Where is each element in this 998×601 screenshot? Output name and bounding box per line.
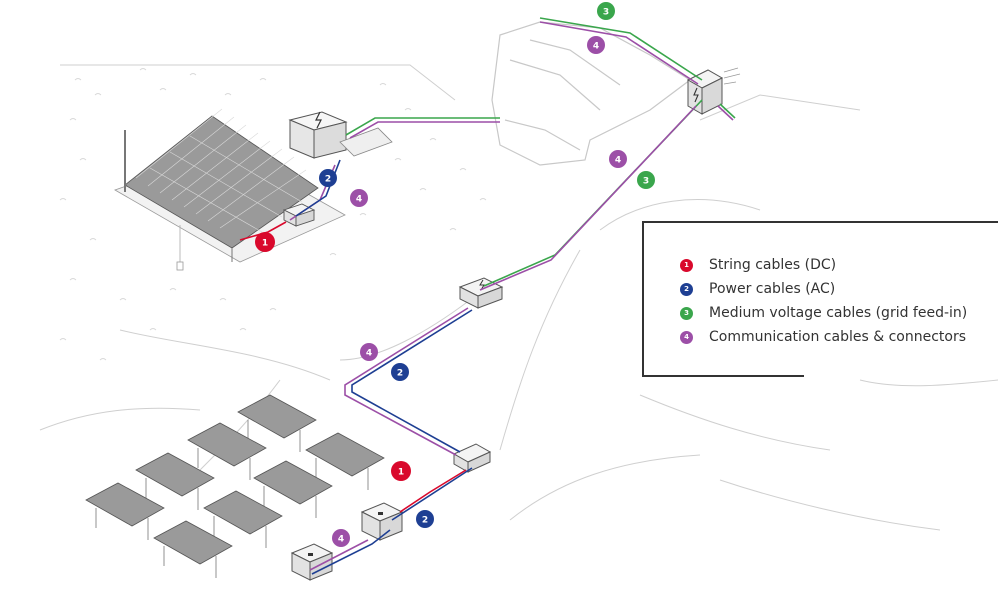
combiner-box-lower	[452, 443, 492, 473]
string-inverter-bottom-1	[360, 502, 404, 541]
svg-text:4: 4	[338, 535, 344, 545]
legend-badge: 2	[680, 282, 693, 296]
legend-item-power-cables: 2 Power cables (AC)	[680, 277, 967, 301]
legend-label: Power cables (AC)	[709, 281, 836, 297]
combiner-box-top	[282, 203, 316, 227]
svg-text:4: 4	[615, 156, 621, 166]
badge-power-topleft: 2	[319, 169, 337, 187]
svg-text:4: 4	[593, 42, 599, 52]
badge-communication-mid: 4	[609, 150, 627, 168]
lightning-bolt-icon	[479, 279, 485, 291]
badge-string-topleft: 1	[255, 232, 275, 252]
legend-box: 1 String cables (DC) 2 Power cables (AC)…	[642, 221, 998, 377]
badge-string-bottom: 1	[391, 461, 411, 481]
badge-communication-lower: 4	[360, 343, 378, 361]
legend-bottom-border	[642, 375, 804, 377]
legend-badge: 3	[680, 306, 693, 320]
legend-label: Communication cables & connectors	[709, 329, 966, 345]
badge-communication-topleft: 4	[350, 189, 368, 207]
carport-pv-arrays	[85, 394, 385, 578]
svg-text:2: 2	[397, 369, 403, 379]
field-texture	[59, 68, 487, 361]
legend-item-communication-cables: 4 Communication cables & connectors	[680, 325, 967, 349]
transformer-station-top	[288, 111, 393, 159]
legend-badge: 4	[680, 330, 693, 344]
string-inverter-bottom-2	[290, 543, 334, 581]
svg-text:2: 2	[325, 175, 331, 185]
badge-medium-voltage-top: 3	[597, 2, 615, 20]
svg-text:4: 4	[356, 195, 362, 205]
svg-text:3: 3	[643, 177, 649, 187]
badge-communication-top: 4	[587, 36, 605, 54]
legend-item-string-cables: 1 String cables (DC)	[680, 253, 967, 277]
communication-cable	[289, 21, 734, 571]
legend-badge: 1	[680, 258, 693, 272]
badge-medium-voltage-mid: 3	[637, 171, 655, 189]
power-cable	[295, 159, 473, 575]
lightning-bolt-icon	[693, 87, 699, 103]
svg-text:1: 1	[262, 239, 268, 249]
legend-label: String cables (DC)	[709, 257, 837, 273]
badge-power-bottom: 2	[416, 510, 434, 528]
grid-feed-in-station	[686, 67, 741, 115]
lightning-bolt-icon	[315, 111, 322, 129]
legend-label: Medium voltage cables (grid feed-in)	[709, 305, 968, 321]
legend-item-medium-voltage-cables: 3 Medium voltage cables (grid feed-in)	[680, 301, 967, 325]
badges: 3 4 4 3 2 4 1 4	[255, 2, 655, 547]
svg-text:2: 2	[422, 516, 428, 526]
badge-communication-bottom: 4	[332, 529, 350, 547]
badge-power-lower: 2	[391, 363, 409, 381]
svg-text:3: 3	[603, 8, 609, 18]
svg-text:4: 4	[366, 349, 372, 359]
terrain-sketch	[39, 64, 998, 531]
svg-text:1: 1	[398, 468, 404, 478]
legend-list: 1 String cables (DC) 2 Power cables (AC)…	[680, 253, 967, 349]
ground-mounted-pv-array	[114, 108, 346, 271]
